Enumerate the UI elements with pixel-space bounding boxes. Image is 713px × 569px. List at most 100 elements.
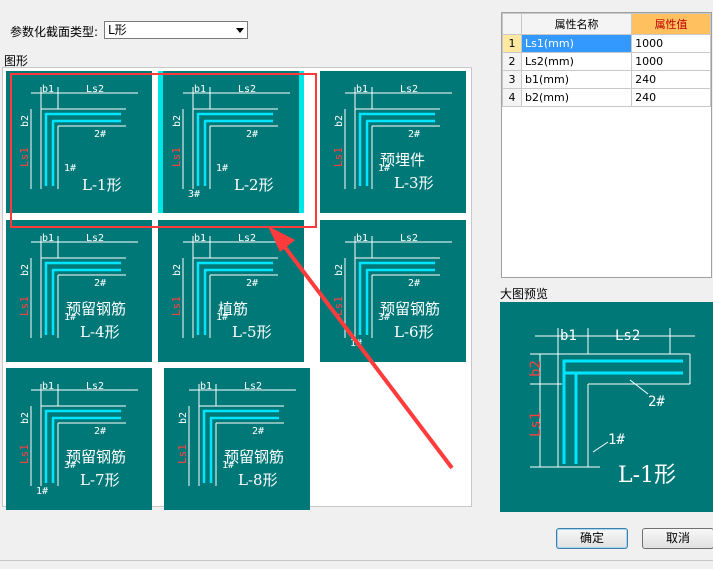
dim-ls1: Ls1 [332,296,345,316]
property-value[interactable]: 240 [631,70,711,89]
tile-title: L-7形 [80,471,120,489]
row-number: 2 [502,52,522,71]
bar-1: 1# [608,432,625,448]
dim-b2: b2 [178,412,189,424]
tile-title: L-5形 [232,323,272,341]
dim-ls2: Ls2 [86,84,104,95]
bar-label: 1# [216,312,228,323]
bar-label: 1# [222,460,234,471]
dim-b1: b1 [194,84,206,95]
cancel-button[interactable]: 取消 [642,528,713,549]
tile-subtitle: 植筋 [218,300,249,318]
bar-label: 1# [64,163,76,174]
row-number: 3 [502,70,522,89]
bar-label: 3# [188,189,200,200]
bar-label: 2# [94,278,106,289]
preview-drawing: b1 Ls2 2# 1# b2 Ls1 L-1形 [528,328,695,488]
bar-label: 1# [64,312,76,323]
bar-2: 2# [648,394,665,410]
bar-label: 2# [94,426,106,437]
preview-label: 大图预览 [500,287,549,301]
dim-ls2: Ls2 [238,84,256,95]
dim-ls2: Ls2 [238,233,256,244]
dim-b1: b1 [200,381,212,392]
grid-corner [502,13,522,35]
dim-b1: b1 [356,233,368,244]
property-name[interactable]: b2(mm) [520,88,633,107]
table-row[interactable]: 3 b1(mm) 240 [502,70,711,89]
dim-ls1: Ls1 [528,412,544,437]
section-type-label: 参数化截面类型: [10,25,99,39]
tile-title: L-2形 [234,176,274,194]
dim-b2: b2 [334,264,345,276]
tile-title: L-3形 [394,174,434,192]
dim-ls1: Ls1 [18,296,31,316]
property-grid[interactable]: 属性名称 属性值 1 Ls1(mm) 1000 2 Ls2(mm) 1000 3… [501,12,712,278]
dim-b2: b2 [334,115,345,127]
bar-label: 1# [216,163,228,174]
dim-b1: b1 [42,381,54,392]
property-value[interactable]: 1000 [631,52,711,71]
tile-subtitle: 预留钢筋 [66,448,127,466]
tile-subtitle: 预埋件 [380,151,426,169]
divider [0,560,713,561]
dim-b2: b2 [172,264,183,276]
dim-ls1: Ls1 [18,147,31,167]
bar-label: 2# [408,278,420,289]
bar-label: 2# [408,129,420,140]
dim-b2: b2 [172,115,183,127]
bar-label: 1# [378,163,390,174]
table-row[interactable]: 4 b2(mm) 240 [502,88,711,107]
preview-title: L-1形 [618,463,676,488]
bar-label: 2# [252,426,264,437]
dim-b2: b2 [20,115,31,127]
dim-ls1: Ls1 [176,444,189,464]
ok-button[interactable]: 确定 [556,528,628,549]
bar-label: 2# [246,129,258,140]
dim-b2: b2 [528,360,544,377]
dim-ls2: Ls2 [400,233,418,244]
gallery-label: 图形 [4,54,29,68]
dim-ls2: Ls2 [400,84,418,95]
tile-subtitle: 预留钢筋 [380,300,441,318]
tile-title: L-6形 [394,323,434,341]
dim-ls2: Ls2 [86,233,104,244]
col-header-value: 属性值 [631,13,711,35]
property-name[interactable]: b1(mm) [520,70,633,89]
property-name[interactable]: Ls2(mm) [520,52,633,71]
property-name[interactable]: Ls1(mm) [520,34,633,53]
section-type-select[interactable]: L形 [104,21,248,39]
property-value[interactable]: 1000 [631,34,711,53]
bar-label: 1# [36,486,48,497]
chevron-down-icon [236,28,244,33]
table-row[interactable]: 2 Ls2(mm) 1000 [502,52,711,71]
property-value[interactable]: 240 [631,88,711,107]
dim-b1: b1 [194,233,206,244]
row-number: 1 [502,34,522,53]
tile-title: L-8形 [238,471,278,489]
dim-ls1: Ls1 [332,147,345,167]
table-row[interactable]: 1 Ls1(mm) 1000 [502,34,711,53]
bar-label: 3# [64,460,76,471]
dim-ls2: Ls2 [615,328,640,344]
bar-label: 1# [350,338,362,349]
dim-b1: b1 [42,84,54,95]
bar-label: 2# [246,278,258,289]
large-preview: b1 Ls2 2# 1# b2 Ls1 L-1形 [500,302,713,512]
row-number: 4 [502,88,522,107]
